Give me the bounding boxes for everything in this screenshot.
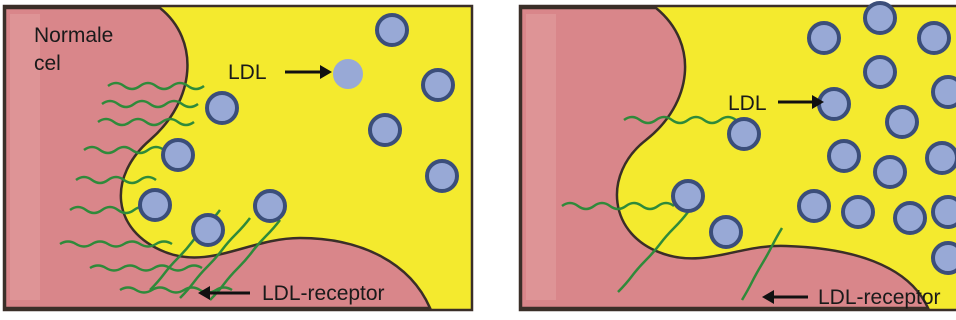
receptor-label: LDL-receptor — [262, 282, 385, 305]
fh-cell-diagram: LDL LDL-receptor — [478, 0, 956, 320]
panel-normal-cell: Normale cel LDL LDL-receptor — [0, 0, 478, 320]
cell-shading — [526, 14, 556, 300]
cell-label-line1: Normale — [34, 24, 113, 47]
receptor-label: LDL-receptor — [818, 286, 941, 309]
ldl-label: LDL — [228, 61, 267, 84]
cell-label-line2: cel — [34, 52, 61, 75]
ldl-label: LDL — [728, 92, 767, 115]
normal-cell-diagram: Normale cel LDL LDL-receptor — [0, 0, 478, 320]
panel-fh-cell: LDL LDL-receptor — [478, 0, 956, 320]
ldl-free-particle — [332, 58, 364, 90]
